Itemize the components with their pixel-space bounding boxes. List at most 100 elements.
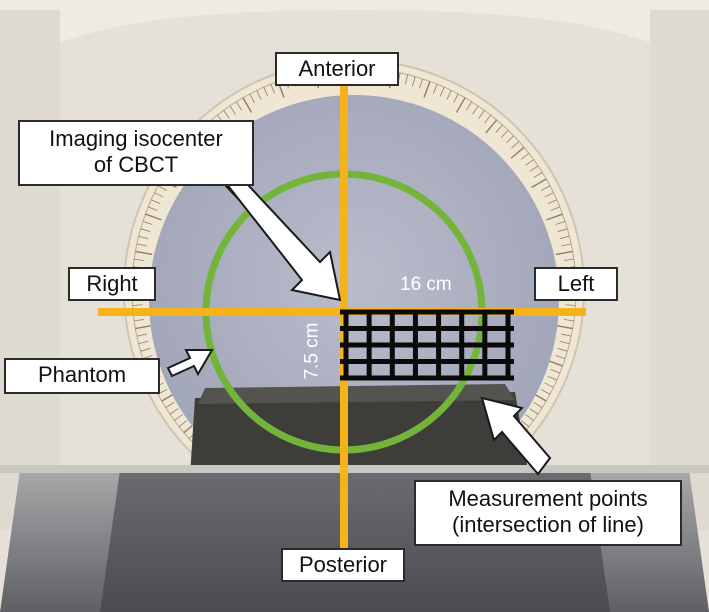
dial-tick [136,333,147,337]
dial-tick [485,119,498,134]
dial-tick [555,250,573,256]
isocenter-label: Imaging isocenter of CBCT [18,120,254,186]
dial-tick [555,221,566,225]
dial-tick [533,402,543,408]
dial-tick [439,87,445,97]
dial-tick [138,340,149,345]
dial-tick [446,90,452,100]
dial-tick [142,221,153,225]
dial-tick [547,375,557,381]
dial-tick [419,78,423,89]
dial-tick [157,185,168,191]
dial-tick [154,192,164,198]
dial-tick [135,324,153,330]
dial-tick [520,153,530,160]
dial-tick [533,172,543,178]
dial-tick [466,101,472,111]
dial-tick [561,333,572,337]
dial-tick [174,414,183,421]
dial-tick [242,97,253,113]
measurement-label-line2: (intersection of line) [452,512,644,537]
right-side-panel [650,10,709,530]
dial-tick [263,87,269,97]
dial-tick [148,206,158,211]
dial-tick [511,141,520,149]
dial-tick [547,199,557,205]
dial-tick [563,319,574,322]
isocenter-label-line1: Imaging isocenter [49,126,223,151]
dial-tick [236,101,242,111]
phantom-label: Phantom [4,358,160,394]
dial-tick [544,382,554,388]
dial-tick [565,304,576,306]
measurement-arrow [480,396,552,476]
dial-tick [453,93,459,104]
phantom-cradle [190,392,528,476]
couch-edge [0,465,709,473]
dial-tick [561,243,572,247]
dial-tick [165,402,175,408]
dial-tick [140,228,151,232]
dial-tick [520,420,530,427]
dial-tick [455,97,466,113]
gantry-top-panel [0,0,709,70]
measurement-label-line1: Measurement points [448,486,648,511]
dial-tick [472,105,479,115]
dial-tick [557,348,568,352]
dial-tick [134,319,145,322]
right-label: Right [68,267,156,301]
measurement-points-label: Measurement points (intersection of line… [414,480,682,546]
dial-tick [404,74,409,85]
depth-dimension-label: 7.5 cm [301,322,323,380]
dial-tick [555,324,573,330]
dial-tick [529,408,539,415]
left-label: Left [534,267,618,301]
dial-tick [510,146,525,159]
dial-tick [525,159,534,166]
dial-tick [550,369,560,374]
dial-tick [140,348,151,352]
cradle-top-edge [198,384,515,404]
isocenter-label-line2: of CBCT [93,152,179,177]
dial-tick [546,213,563,221]
dial-tick [559,340,570,345]
dial-tick [138,235,149,240]
phantom-arrow [166,349,214,378]
dial-tick [145,213,162,221]
dial-tick [529,165,539,172]
dial-tick [506,135,514,144]
dial-tick [555,355,566,359]
dial-tick [270,84,275,94]
dial-tick [135,250,153,256]
dial-tick [132,304,143,306]
posterior-label: Posterior [281,548,405,582]
dial-tick [540,185,551,191]
dial-tick [229,105,236,115]
dial-tick [423,81,431,98]
dial-tick [169,408,179,415]
dial-tick [478,110,485,119]
dial-tick [500,130,509,138]
dial-tick [563,258,574,261]
width-dimension-label: 16 cm [400,274,452,295]
dial-tick [249,93,255,104]
anterior-label: Anterior [275,52,399,86]
dial-tick [134,258,145,261]
dial-tick [178,420,188,427]
dial-tick [557,228,568,232]
dial-tick [495,124,503,133]
dial-tick [412,76,416,87]
dial-tick [544,192,554,198]
dial-tick [136,243,147,247]
measurement-grid [340,309,514,381]
dial-tick [550,206,560,211]
left-side-panel [0,10,60,530]
dial-tick [531,178,547,189]
dial-tick [151,199,161,205]
dial-tick [484,114,491,124]
dial-tick [540,389,551,395]
dial-tick [223,110,230,119]
dial-tick [256,90,262,100]
dial-tick [525,414,534,421]
